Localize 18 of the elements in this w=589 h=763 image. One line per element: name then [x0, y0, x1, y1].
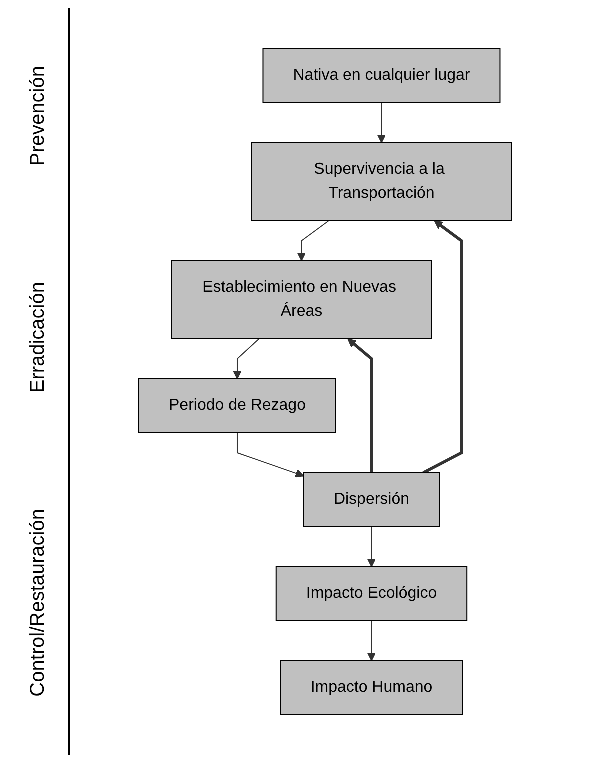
node-box: Impacto Humano	[280, 660, 464, 715]
arrow	[297, 220, 330, 261]
arrow	[367, 526, 376, 567]
node-box: Nativa en cualquier lugar	[262, 48, 501, 103]
phase-label: Erradicación	[26, 282, 50, 394]
arrow	[237, 432, 304, 478]
phase-label: Control/Restauración	[26, 509, 50, 697]
arrow	[367, 620, 376, 661]
node-box: Establecimiento en Nuevas Áreas	[171, 260, 432, 339]
node-box: Dispersión	[304, 472, 440, 527]
node-box: Impacto Ecológico	[276, 566, 468, 621]
arrow	[422, 220, 464, 474]
arrow	[233, 338, 260, 379]
node-box: Periodo de Rezago	[138, 378, 337, 433]
arrow	[377, 102, 386, 143]
node-box: Supervivencia a la Transportación	[251, 142, 512, 221]
phase-label: Prevención	[26, 66, 50, 166]
arrow	[348, 338, 374, 472]
